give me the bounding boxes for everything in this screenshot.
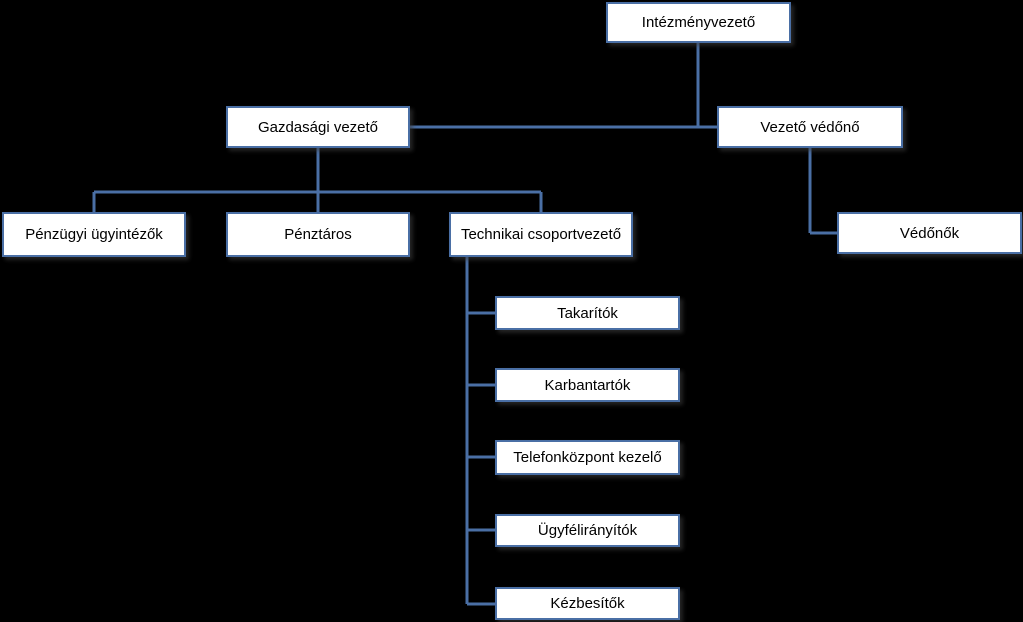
node-label: Gazdasági vezető [257, 118, 379, 136]
node-label: Telefonközpont kezelő [513, 449, 662, 466]
node-label: Karbantartók [544, 376, 631, 394]
node-gazdasagi-vezeto: Gazdasági vezető [226, 106, 410, 148]
node-label: Vezető védőnő [760, 118, 860, 136]
node-penzugyi-ugyintezok: Pénzügyi ügyintézők [2, 212, 186, 257]
node-takaritok: Takarítók [495, 296, 680, 330]
node-label: Pénzügyi ügyintézők [25, 226, 163, 243]
node-kezbesitok: Kézbesítők [495, 587, 680, 620]
node-technikai-csoportvezeto: Technikai csoportvezető [449, 212, 633, 257]
node-intezmenyvezeto: Intézményvezető [606, 2, 791, 43]
node-label: Kézbesítők [550, 595, 625, 612]
node-ugyfeliranyitok: Ügyfélirányítók [495, 514, 680, 547]
node-label: Védőnők [899, 224, 960, 242]
node-label: Takarítók [557, 304, 618, 322]
node-vezeto-vedono: Vezető védőnő [717, 106, 903, 148]
node-label: Technikai csoportvezető [460, 226, 622, 243]
node-telefonkozpont-kezelo: Telefonközpont kezelő [495, 440, 680, 475]
node-vedonok: Védőnők [837, 212, 1022, 254]
node-label: Pénztáros [284, 226, 352, 243]
node-label: Intézményvezető [641, 14, 756, 31]
node-karbantartok: Karbantartók [495, 368, 680, 402]
node-label: Ügyfélirányítók [537, 522, 638, 539]
node-penztaros: Pénztáros [226, 212, 410, 257]
